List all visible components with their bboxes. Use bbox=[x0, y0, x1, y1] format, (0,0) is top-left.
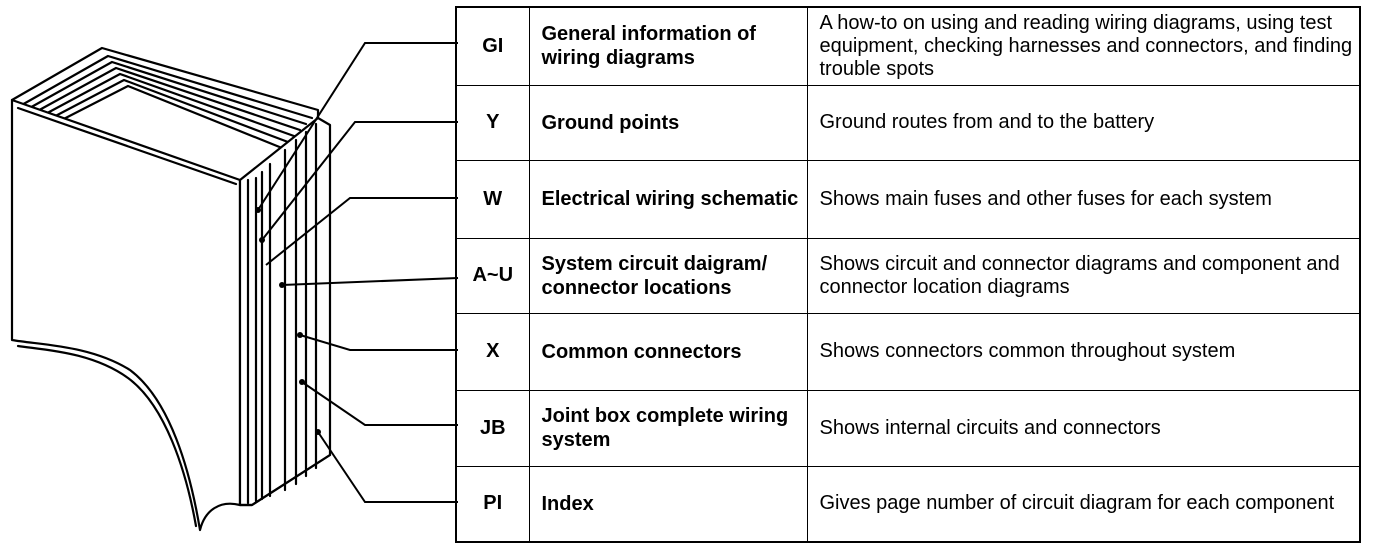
table-row: Y Ground points Ground routes from and t… bbox=[456, 85, 1360, 160]
table-row: JB Joint box complete wiring system Show… bbox=[456, 390, 1360, 466]
section-code: GI bbox=[456, 7, 529, 85]
section-description: Gives page number of circuit diagram for… bbox=[807, 466, 1360, 542]
table-row: PI Index Gives page number of circuit di… bbox=[456, 466, 1360, 542]
section-description: Shows main fuses and other fuses for eac… bbox=[807, 160, 1360, 238]
section-code: Y bbox=[456, 85, 529, 160]
section-description: A how-to on using and reading wiring dia… bbox=[807, 7, 1360, 85]
table-row: A~U System circuit daigram/ connector lo… bbox=[456, 238, 1360, 313]
section-code: A~U bbox=[456, 238, 529, 313]
section-reference-table: GI General information of wiring diagram… bbox=[455, 6, 1361, 543]
section-title: Index bbox=[529, 466, 807, 542]
table-row: X Common connectors Shows connectors com… bbox=[456, 313, 1360, 390]
section-code: X bbox=[456, 313, 529, 390]
section-title: System circuit daigram/ connector locati… bbox=[529, 238, 807, 313]
section-description: Shows circuit and connector diagrams and… bbox=[807, 238, 1360, 313]
table-row: GI General information of wiring diagram… bbox=[456, 7, 1360, 85]
section-description: Shows connectors common throughout syste… bbox=[807, 313, 1360, 390]
section-title: Joint box complete wiring system bbox=[529, 390, 807, 466]
book-front-cover bbox=[12, 100, 240, 530]
section-description: Ground routes from and to the battery bbox=[807, 85, 1360, 160]
section-code: W bbox=[456, 160, 529, 238]
section-title: Ground points bbox=[529, 85, 807, 160]
section-title: Common connectors bbox=[529, 313, 807, 390]
manual-book-illustration bbox=[0, 0, 460, 552]
section-code: PI bbox=[456, 466, 529, 542]
section-code: JB bbox=[456, 390, 529, 466]
section-description: Shows internal circuits and connectors bbox=[807, 390, 1360, 466]
section-title: Electrical wiring schematic bbox=[529, 160, 807, 238]
section-title: General information of wiring diagrams bbox=[529, 7, 807, 85]
leader-line-pi bbox=[318, 432, 458, 502]
table-row: W Electrical wiring schematic Shows main… bbox=[456, 160, 1360, 238]
